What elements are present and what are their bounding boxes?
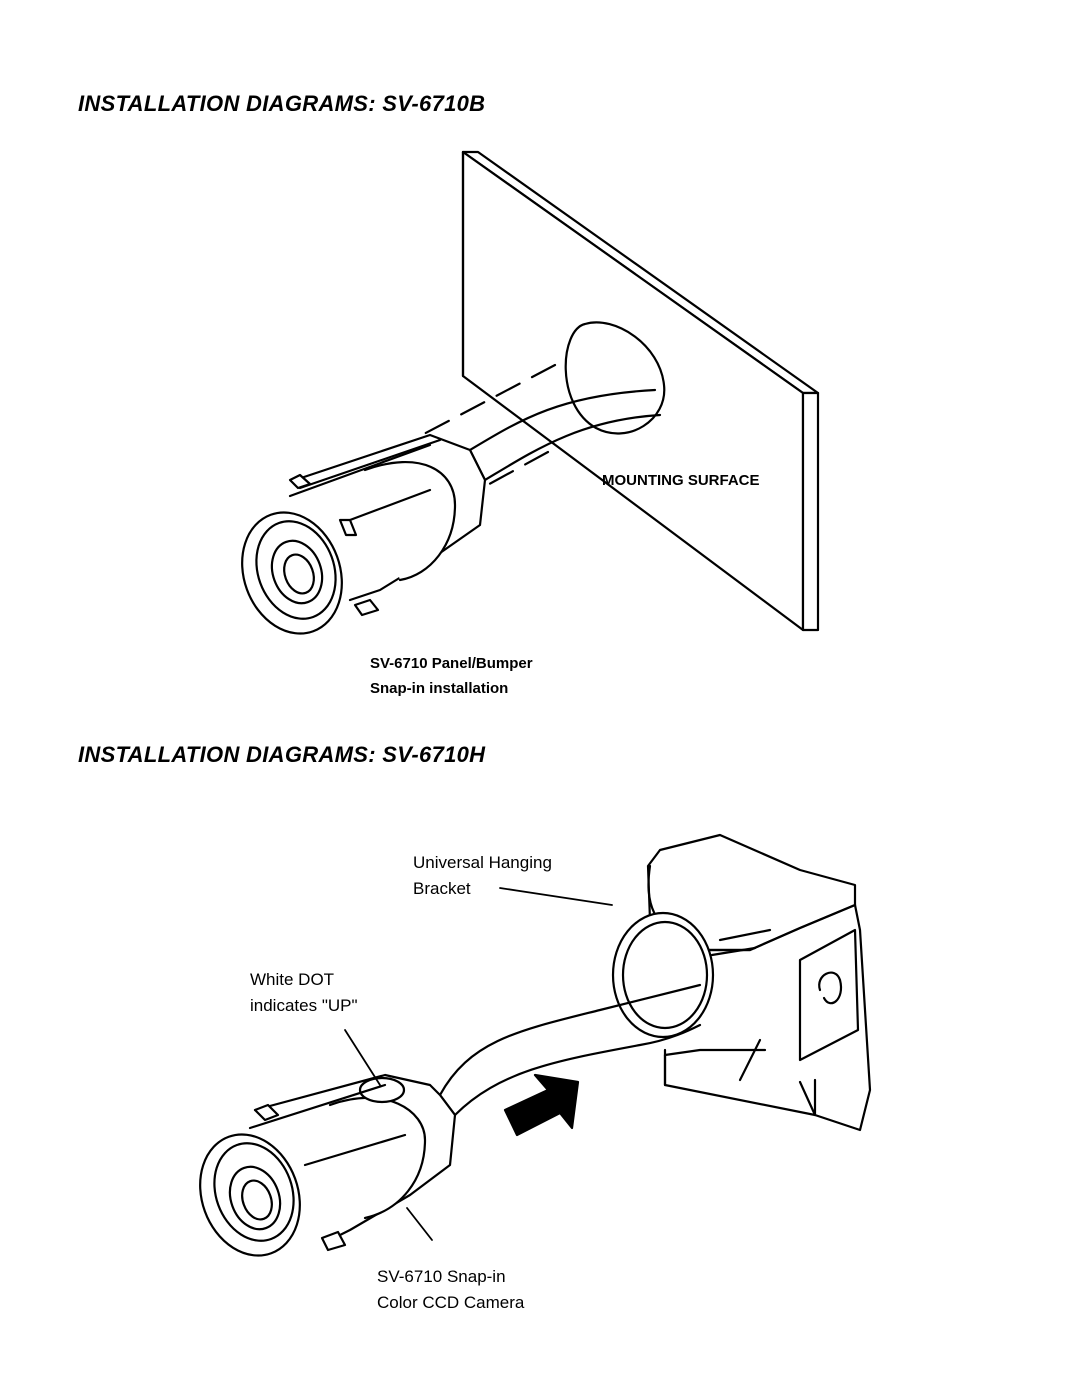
camera-label-line-1: SV-6710 Snap-in: [377, 1267, 506, 1286]
dot-label-line-1: White DOT: [250, 970, 335, 989]
camera-body-h: [199, 1073, 457, 1257]
dot-label-line-2: indicates "UP": [250, 996, 358, 1015]
mounting-surface-label: MOUNTING SURFACE: [602, 472, 760, 489]
camera-label-line-2: Color CCD Camera: [377, 1293, 525, 1312]
insertion-arrow: [503, 1073, 580, 1137]
diagram-b-heading: INSTALLATION DIAGRAMS: SV-6710B: [78, 91, 486, 116]
camera-body-b: [241, 433, 487, 635]
bracket-ring: [611, 911, 715, 1039]
caption-line-2: Snap-in installation: [370, 680, 509, 697]
leader-lines: [344, 887, 613, 1241]
bracket-label-line-2: Bracket: [413, 879, 471, 898]
bracket-label-line-1: Universal Hanging: [413, 853, 552, 872]
caption-line-1: SV-6710 Panel/Bumper: [370, 655, 533, 672]
diagram-h-heading: INSTALLATION DIAGRAMS: SV-6710H: [78, 742, 486, 767]
mounting-hole: [564, 321, 666, 435]
